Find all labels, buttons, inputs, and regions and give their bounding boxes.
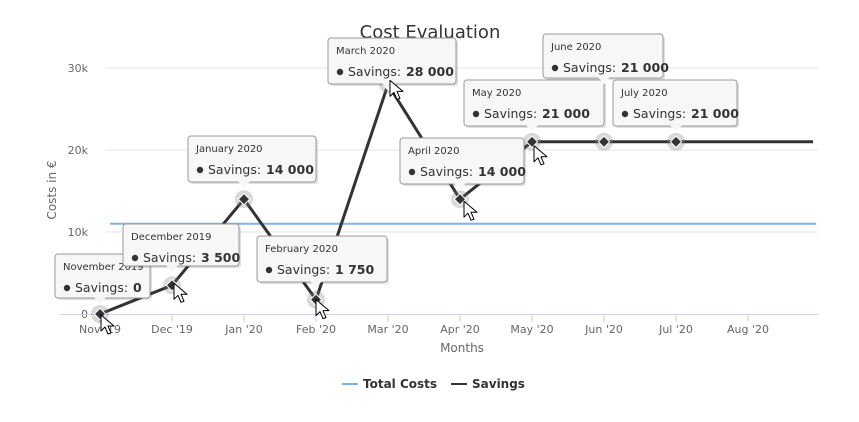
tooltip-pointer	[670, 125, 682, 132]
tooltip-month: May 2020	[472, 88, 521, 99]
legend-label: Total Costs	[363, 377, 437, 391]
savings-point	[525, 135, 539, 149]
tooltip-box	[122, 223, 240, 267]
tooltip-label: Savings:	[277, 262, 330, 277]
tooltip-value: 21 000	[691, 106, 739, 121]
tooltip-box	[187, 135, 317, 183]
tooltip-month: June 2020	[550, 42, 601, 53]
tooltip-month: November 2019	[63, 262, 144, 273]
tooltip-value: 3 500	[201, 250, 240, 265]
tooltip-bullet	[621, 110, 629, 118]
tooltip-month: April 2020	[408, 146, 459, 157]
tooltip-bullet	[131, 254, 139, 262]
x-tick-label: May '20	[510, 323, 553, 336]
savings-point	[453, 192, 467, 206]
savings-point	[237, 192, 251, 206]
tooltip-box	[256, 235, 388, 283]
legend-label: Savings	[472, 377, 525, 391]
savings-point	[597, 135, 611, 149]
tooltip-month: July 2020	[620, 88, 668, 99]
x-tick-label: Apr '20	[440, 323, 480, 336]
mouse-cursor-icon	[100, 314, 115, 335]
tooltip-bullet	[408, 168, 416, 176]
tooltip-month: January 2020	[195, 144, 263, 155]
tooltip-label: Savings:	[208, 162, 261, 177]
tooltip-bullet	[196, 166, 204, 174]
tooltip-month: March 2020	[336, 46, 395, 57]
x-tick-label: Jun '20	[584, 323, 623, 336]
y-tick-label: 10k	[68, 226, 89, 239]
mouse-cursor-icon	[315, 299, 330, 320]
tooltip-value: 0	[133, 280, 142, 295]
tooltip-label: Savings:	[633, 106, 686, 121]
cursor-group	[100, 79, 548, 335]
legend: Total Costs Savings	[342, 377, 525, 391]
x-tick-label: Aug '20	[727, 323, 769, 336]
tooltip-pointer	[94, 297, 106, 304]
tooltip-pointer	[310, 281, 322, 288]
y-tick-label: 30k	[68, 62, 89, 75]
savings-point	[669, 135, 683, 149]
tooltip-pointer	[238, 181, 250, 188]
tooltip-label: Savings:	[348, 64, 401, 79]
tooltip-bullet	[551, 64, 559, 72]
tooltip-value: 21 000	[621, 60, 669, 75]
tooltip-label: Savings:	[563, 60, 616, 75]
mouse-cursor-icon	[389, 79, 404, 100]
x-axis-title: Months	[440, 341, 484, 355]
x-tick-label: Jan '20	[224, 323, 262, 336]
tooltip-bullet	[63, 284, 71, 292]
tooltip-pointer	[526, 125, 538, 132]
tooltip-value: 14 000	[478, 164, 526, 179]
tooltip-bullet	[336, 68, 344, 76]
x-tick-label: Nov '19	[79, 323, 121, 336]
mouse-cursor-icon	[533, 145, 548, 166]
tooltip-month: December 2019	[131, 232, 211, 243]
tooltip-value: 21 000	[542, 106, 590, 121]
mouse-cursor-icon	[173, 282, 188, 303]
tooltip-month: February 2020	[265, 244, 338, 255]
tooltip-label: Savings:	[420, 164, 473, 179]
tooltip-bullet	[265, 266, 273, 274]
tooltip-value: 1 750	[335, 262, 374, 277]
mouse-cursor-icon	[463, 200, 478, 221]
tooltip-value: 28 000	[406, 64, 454, 79]
tooltip-pointer	[166, 265, 178, 272]
x-tick-label: Mar '20	[367, 323, 408, 336]
y-axis-title: Costs in €	[45, 160, 59, 219]
tooltip-pointer	[454, 183, 466, 190]
x-tick-label: Dec '19	[151, 323, 193, 336]
tooltip-label: Savings:	[484, 106, 537, 121]
y-tick-label: 20k	[68, 144, 89, 157]
tooltip-value: 14 000	[266, 162, 314, 177]
x-tick-label: Feb '20	[296, 323, 336, 336]
tooltip-pointer	[598, 77, 610, 84]
tooltip-bullet	[472, 110, 480, 118]
x-axis: Nov '19 Dec '19 Jan '20 Feb '20 Mar '20 Apr '…	[60, 314, 818, 336]
tooltip-label: Savings:	[75, 280, 128, 295]
tooltip-label: Savings:	[143, 250, 196, 265]
x-tick-label: Jul '20	[658, 323, 693, 336]
